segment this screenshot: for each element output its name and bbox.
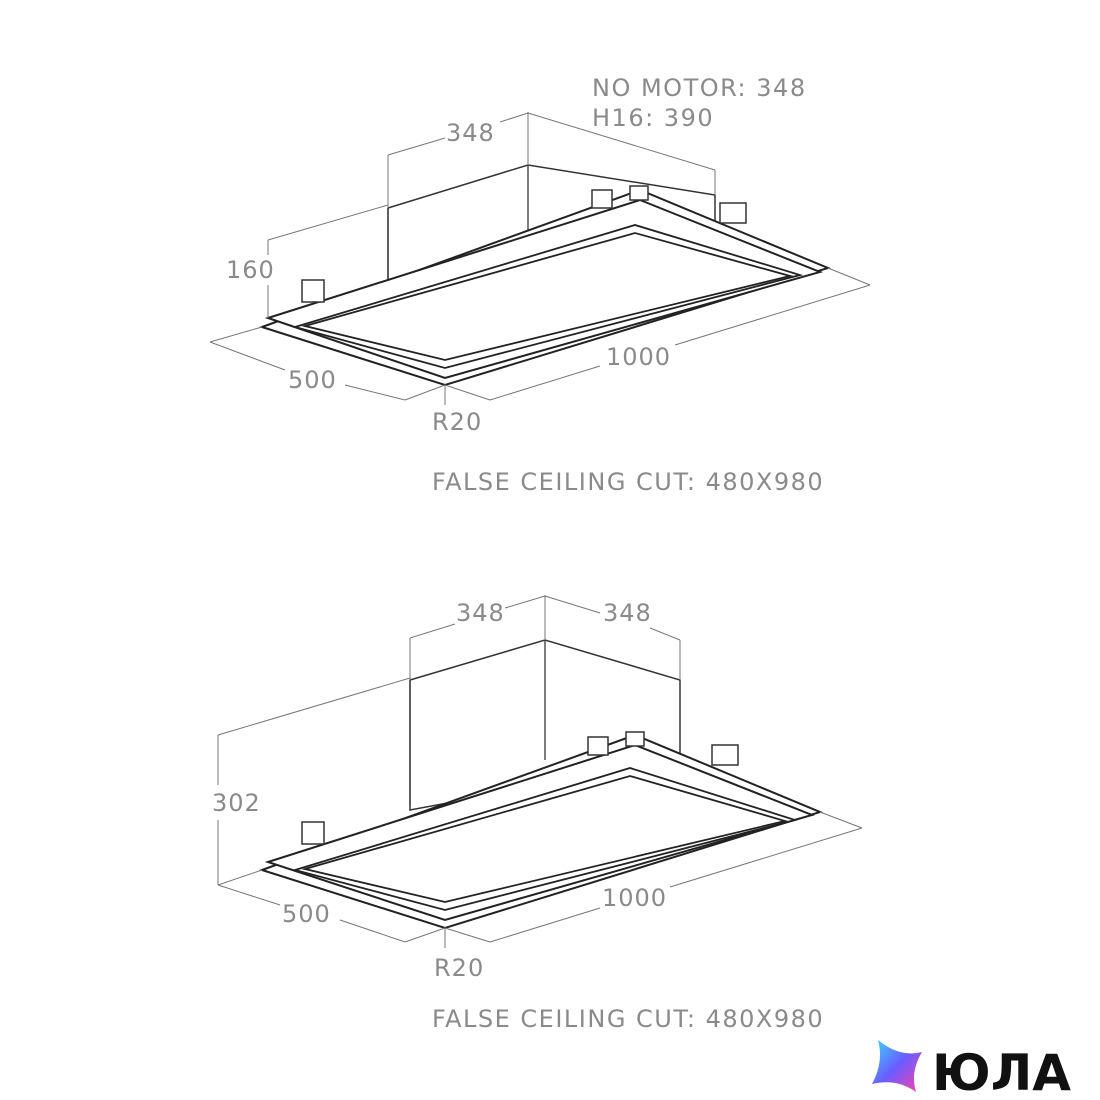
top-note-no-motor: NO MOTOR: 348 (592, 74, 807, 102)
bottom-height-dimension (217, 677, 411, 885)
bottom-dim-length: 1000 (602, 884, 667, 912)
bottom-dim-depth: 500 (282, 900, 331, 928)
bottom-length-dimension (444, 811, 863, 943)
top-length-dimension (444, 267, 871, 401)
top-dim-depth: 500 (288, 366, 337, 394)
bottom-box-dimension-lines (409, 595, 681, 680)
bottom-dim-width-right: 348 (603, 599, 652, 627)
top-box-dimension-lines (387, 112, 716, 208)
top-hood-drawing (209, 112, 871, 405)
top-height-dimension (267, 204, 389, 318)
bottom-inner-panel-edge (301, 775, 789, 903)
top-mounting-clips (301, 185, 747, 303)
top-dim-width: 348 (446, 119, 495, 147)
bottom-depth-dimension (217, 869, 446, 943)
top-depth-dimension (209, 326, 446, 401)
bottom-mounting-clips (301, 731, 739, 845)
top-dim-radius: R20 (432, 408, 482, 436)
top-cut-label: FALSE CEILING CUT: 480X980 (432, 468, 824, 496)
bottom-hood-drawing (217, 595, 863, 948)
yula-star-icon (872, 1040, 922, 1092)
bottom-cut-label: FALSE CEILING CUT: 480X980 (432, 1005, 824, 1033)
bottom-dim-height: 302 (212, 789, 261, 817)
top-dim-height: 160 (226, 256, 275, 284)
yula-watermark: ЮЛА (872, 1040, 1071, 1100)
bottom-dim-radius: R20 (434, 954, 484, 982)
top-inner-panel-edge (301, 232, 794, 361)
yula-brand-text: ЮЛА (932, 1044, 1071, 1100)
top-note-h16: H16: 390 (592, 104, 714, 132)
bottom-dim-width-left: 348 (456, 599, 505, 627)
top-dim-length: 1000 (606, 343, 671, 371)
